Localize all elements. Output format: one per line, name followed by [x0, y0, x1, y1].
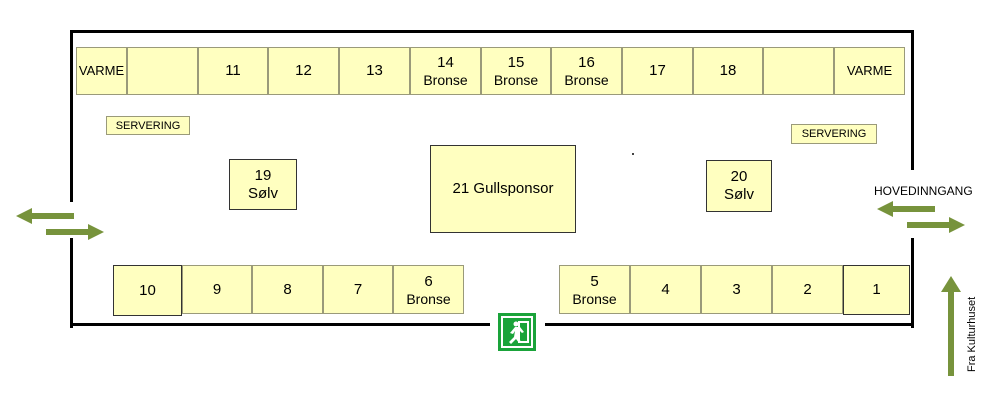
booth-number: 14 [437, 54, 454, 71]
booth-number: 11 [225, 62, 241, 79]
booth-number: 18 [719, 62, 737, 79]
booth-number: 13 [366, 62, 383, 79]
two-way-arrow-icon [877, 201, 965, 233]
booth-3: 3 [701, 265, 772, 314]
booth-number: 15 [507, 54, 525, 71]
booth-number: 6 [424, 272, 433, 290]
booth-label: 21 Gullsponsor [452, 180, 554, 197]
booth-17: 17 [622, 47, 693, 95]
booth-blank-left [127, 47, 198, 95]
servering-label: SERVERING [115, 119, 181, 132]
booth-4: 4 [630, 265, 701, 314]
wall-left-lower [70, 238, 73, 328]
servering-right: SERVERING [791, 124, 877, 144]
booth-11: 11 [198, 47, 268, 95]
booth-number: 20 [730, 168, 748, 185]
wall-bottom-left [72, 323, 490, 326]
emergency-exit-icon [498, 313, 536, 351]
booth-1: 1 [843, 265, 910, 315]
booth-20: 20 Sølv [706, 160, 772, 212]
booth-number: 7 [353, 280, 363, 298]
booth-tier: Bronse [564, 72, 609, 88]
booth-tier: Bronse [423, 72, 468, 88]
from-kulturhuset-label: Fra Kulturhuset [966, 296, 978, 372]
booth-number: 8 [283, 280, 292, 298]
wall-right-lower [911, 238, 914, 328]
booth-number: 4 [661, 280, 670, 298]
booth-number: 5 [590, 272, 599, 290]
up-arrow-icon [941, 276, 961, 376]
booth-15: 15 Bronse [481, 47, 551, 95]
booth-2: 2 [772, 265, 843, 314]
booth-14: 14 Bronse [410, 47, 481, 95]
booth-10: 10 [113, 265, 182, 316]
booth-number: 16 [578, 54, 595, 71]
booth-7: 7 [323, 265, 393, 314]
two-way-arrow-icon [16, 208, 104, 240]
booth-varme-right: VARME [834, 47, 905, 95]
main-entrance-label: HOVEDINNGANG [874, 184, 973, 198]
booth-tier: Bronse [572, 290, 617, 307]
booth-5: 5 Bronse [559, 265, 630, 314]
booth-number: 9 [212, 280, 222, 298]
booth-number: 19 [254, 166, 272, 184]
booth-label: VARME [846, 63, 893, 78]
booth-21: 21 Gullsponsor [430, 145, 576, 233]
booth-16: 16 Bronse [551, 47, 622, 95]
booth-tier: Sølv [248, 184, 278, 202]
booth-label: VARME [78, 63, 125, 78]
booth-tier: Sølv [724, 186, 754, 203]
booth-number: 2 [803, 280, 812, 298]
servering-left: SERVERING [106, 116, 190, 135]
booth-varme-left: VARME [76, 47, 127, 95]
wall-right-upper [911, 30, 914, 170]
booth-tier: Bronse [406, 290, 451, 307]
booth-9: 9 [182, 265, 252, 314]
booth-tier: Bronse [493, 72, 539, 88]
booth-6: 6 Bronse [393, 265, 464, 314]
wall-left-upper [70, 30, 73, 202]
booth-number: 3 [732, 280, 741, 298]
booth-8: 8 [252, 265, 323, 314]
booth-number: 17 [649, 62, 666, 79]
booth-12: 12 [268, 47, 339, 95]
servering-label: SERVERING [801, 128, 867, 140]
booth-number: 12 [295, 62, 312, 79]
booth-13: 13 [339, 47, 410, 95]
booth-blank-right [763, 47, 834, 95]
wall-bottom-right [545, 323, 914, 326]
wall-top [72, 30, 914, 33]
stray-dot [632, 153, 634, 155]
booth-18: 18 [693, 47, 763, 95]
booth-19: 19 Sølv [229, 159, 297, 210]
booth-number: 10 [139, 281, 156, 299]
booth-number: 1 [872, 281, 881, 298]
